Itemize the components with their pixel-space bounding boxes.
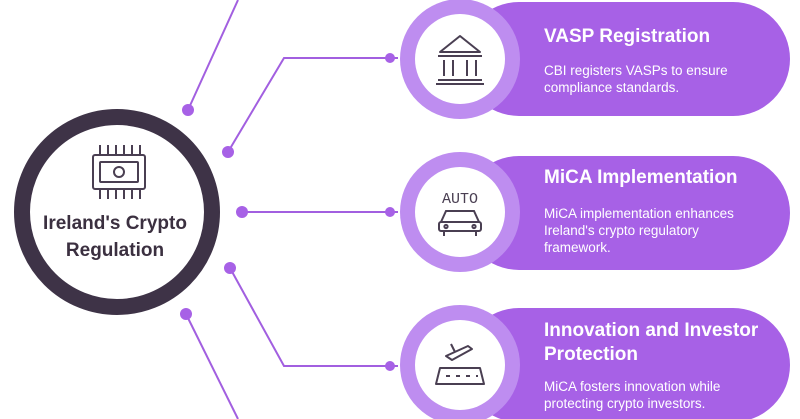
vasp-registration-description: CBI registers VASPs to ensure compliance…	[544, 63, 728, 95]
card-mica-implementation: AUTO	[400, 152, 790, 272]
connector-dot	[182, 104, 194, 116]
connector-to-innovation	[229, 267, 398, 367]
hub-title-line1: Ireland's Crypto	[43, 213, 187, 234]
card-vasp-registration	[400, 0, 790, 119]
innovation-protection-description: MiCA fosters innovation while protecting…	[544, 379, 721, 411]
connector-dots	[180, 53, 395, 371]
bank-building-icon	[436, 35, 484, 85]
mica-implementation-description: MiCA implementation enhances Ireland's c…	[544, 206, 734, 255]
auto-car-icon: AUTO	[438, 191, 482, 236]
innovation-protection-title: Innovation and Investor Protection	[544, 320, 759, 365]
auto-label: AUTO	[442, 191, 478, 208]
connector-to-vasp	[227, 57, 398, 153]
hub-title: Ireland's Crypto Regulation	[20, 210, 210, 264]
connector-bottom-stub	[185, 313, 239, 419]
card-innovation-investor-protection	[400, 305, 790, 419]
connector-dot	[224, 262, 236, 274]
connector-dot	[180, 308, 192, 320]
connectors	[185, 0, 398, 419]
mica-implementation-title: MiCA Implementation	[544, 167, 738, 188]
circuit-chip-icon	[92, 145, 146, 199]
connector-dot	[236, 206, 248, 218]
runway-plane-icon	[435, 343, 485, 385]
connector-dot	[222, 146, 234, 158]
connector-dot	[385, 207, 395, 217]
connector-dot	[385, 361, 395, 371]
hub-title-line2: Regulation	[65, 240, 165, 261]
connector-dot	[385, 53, 395, 63]
vasp-registration-title: VASP Registration	[544, 26, 711, 47]
hub-node	[14, 109, 220, 315]
connector-top-stub	[187, 0, 239, 111]
